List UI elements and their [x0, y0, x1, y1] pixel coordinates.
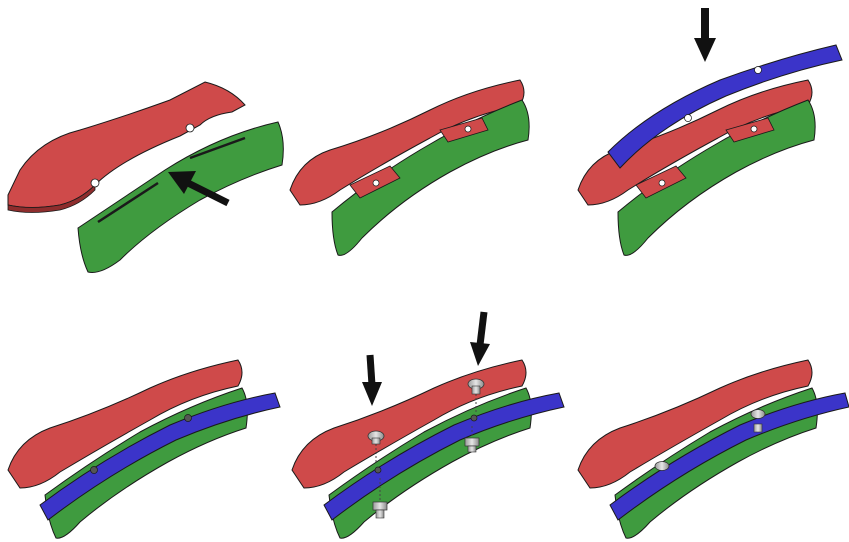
step-4: [8, 360, 280, 538]
step-2: [290, 80, 529, 255]
step-5: [292, 312, 564, 538]
red-tab-hole: [751, 126, 757, 132]
blue-strip-hole: [375, 467, 381, 473]
red-tab-hole: [373, 180, 379, 186]
blue-strip-hole: [471, 415, 477, 421]
red-tab-hole: [659, 180, 665, 186]
blue-strip-hole: [91, 467, 98, 474]
down-arrow: [362, 355, 382, 406]
blue-strip-hole: [185, 415, 192, 422]
installed-bolt: [655, 462, 669, 471]
down-arrow: [694, 8, 716, 62]
down-arrow: [470, 312, 490, 366]
red-panel-hole: [186, 124, 194, 132]
red-tab-hole: [465, 126, 471, 132]
red-panel-hole: [91, 179, 99, 187]
blue-strip-hole: [755, 67, 762, 74]
blue-strip-hole: [685, 115, 692, 122]
step-6: [578, 360, 849, 538]
step-1: [8, 82, 283, 273]
step-3: [578, 8, 842, 255]
